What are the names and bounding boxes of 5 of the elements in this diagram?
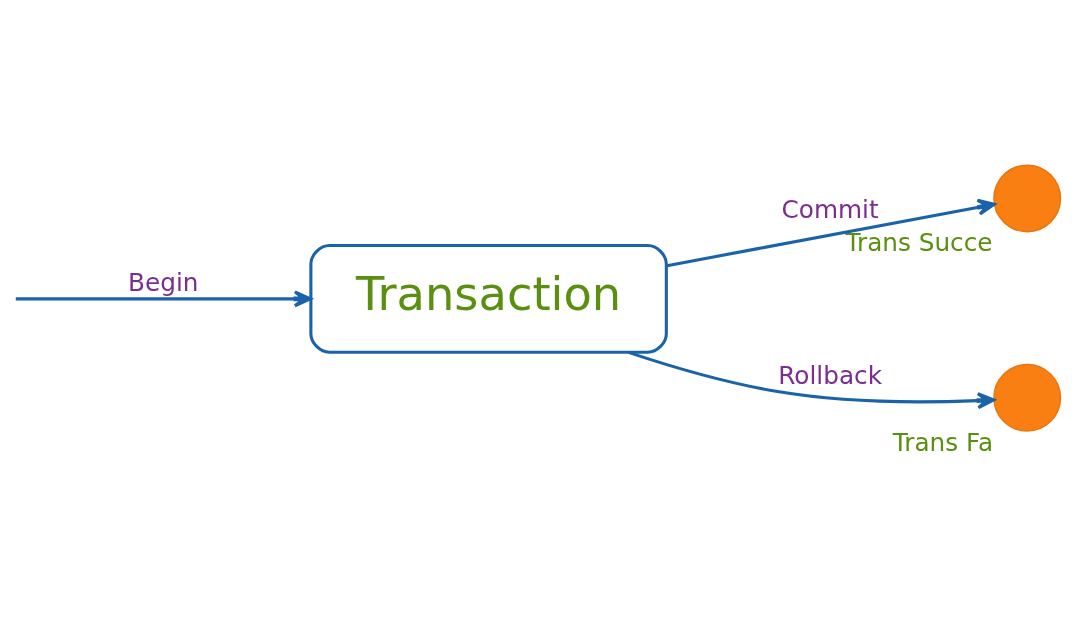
edge-label: Commit <box>781 194 879 224</box>
node-label: Trans Succe <box>845 227 993 257</box>
edge-label: Rollback <box>778 360 882 390</box>
edge-label: Begin <box>128 267 199 297</box>
node-label: Trans Fa <box>892 427 994 457</box>
